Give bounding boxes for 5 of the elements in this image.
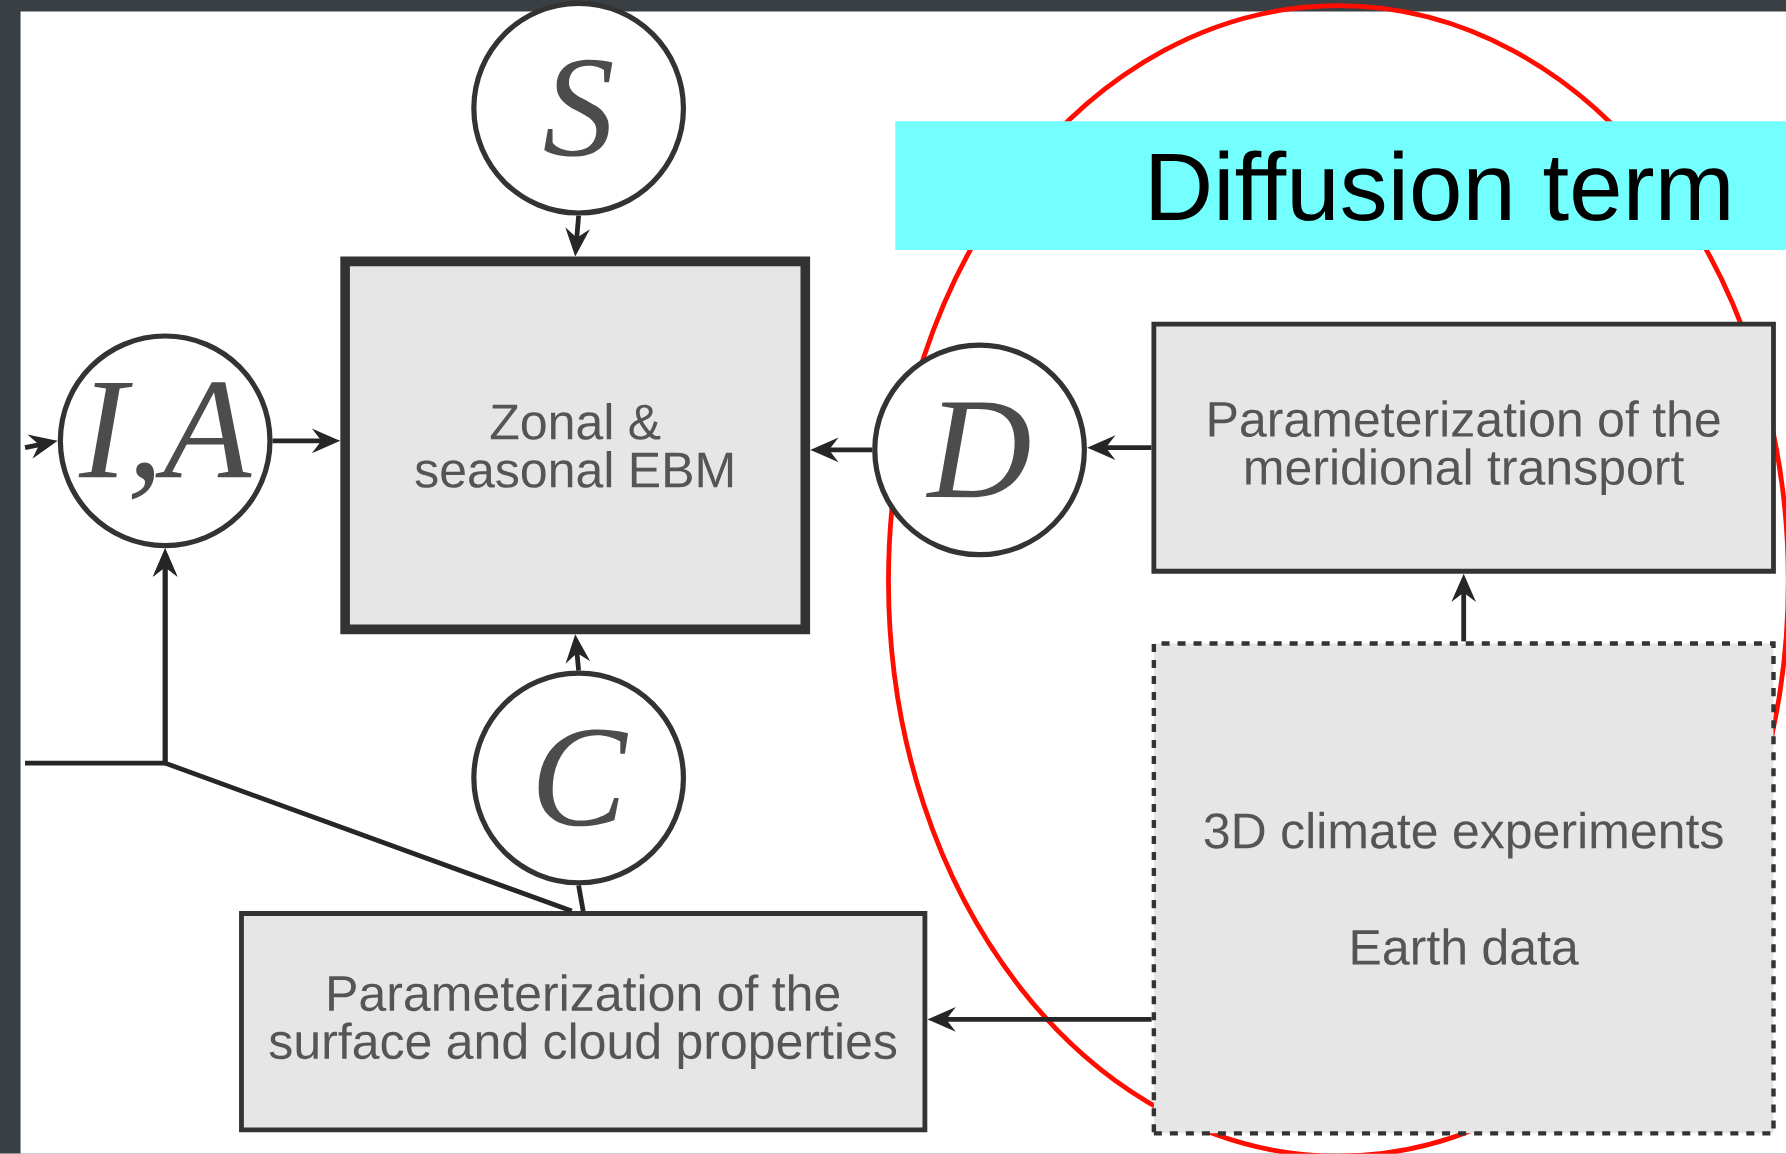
- title-band: Diffusion term: [895, 121, 1786, 251]
- model-box: Zonal & seasonal EBM: [340, 256, 811, 635]
- process-box: Parameterization of the meridional transport: [1151, 321, 1776, 574]
- process-box: Parameterization of the surface and cloud properties: [239, 911, 928, 1133]
- data-box: 3D climate experiments Earth data: [1151, 641, 1776, 1136]
